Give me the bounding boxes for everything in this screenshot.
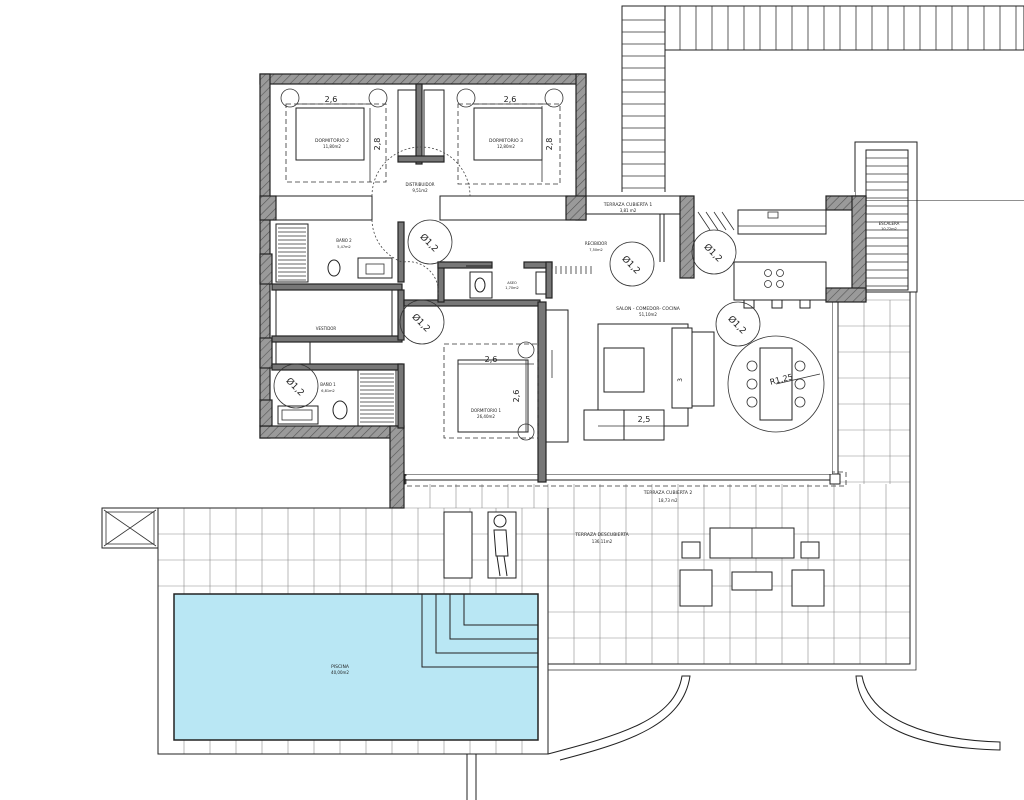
bedroom-3: 2,6 2,8 DORMITORIO 3 12,80m2: [456, 88, 564, 185]
recibidor-area: 7,50m2: [589, 248, 602, 252]
aseo: [469, 271, 547, 299]
salon-label: SALON - COMEDOR- COCINA: [616, 306, 681, 312]
bano-1-label: BAÑO 1: [320, 382, 336, 387]
escalera-area: 10,72m2: [881, 227, 897, 231]
bano-2-area: 5,47m2: [337, 245, 350, 249]
salon-depth: 3: [677, 378, 684, 382]
salon-width: 2,5: [638, 415, 651, 424]
terraza-cubierta-2-label: TERRAZA CUBIERTA 2: [643, 490, 693, 496]
bedroom-2-width: 2,6: [325, 95, 338, 104]
dormitorio-2-area: 11,80m2: [323, 144, 341, 149]
bano-2-label: BAÑO 2: [336, 238, 352, 243]
dormitorio-1-area: 26,40m2: [477, 414, 495, 419]
bedroom-2: 2,6 2,8 DORMITORIO 2 11,80m2: [280, 88, 388, 183]
terraza-descubierta-label: TERRAZA DESCUBIERTA: [574, 532, 629, 538]
terraza-cubierta-2-area: 18,73 m2: [658, 498, 678, 503]
terrace-outline: [101, 292, 1001, 800]
recibidor-label: RECIBIDOR: [585, 241, 607, 246]
dormitorio-1-label: DORMITORIO 1: [471, 408, 502, 413]
pool-area: 40,00m2: [331, 670, 349, 675]
distribuidor-label: DISTRIBUIDOR: [405, 182, 434, 187]
terraza-cubierta-1-area: 3,81 m2: [620, 208, 637, 213]
vestidor-label: VESTIDOR: [316, 326, 337, 331]
bedroom-3-length: 2,8: [545, 138, 554, 151]
pool: PISCINA 40,00m2: [173, 593, 539, 741]
vestidor: VESTIDOR: [316, 326, 337, 331]
bedroom-3-width: 2,6: [504, 95, 517, 104]
dormitorio-3-label: DORMITORIO 3: [489, 138, 523, 144]
bano-1-area: 6,81m2: [321, 389, 334, 393]
bedroom-2-length: 2,8: [373, 138, 382, 151]
terraza-cubierta-1-label: TERRAZA CUBIERTA 1: [603, 202, 653, 208]
exterior-walls: TERRAZA CUBIERTA 1 3,81 m2 ESCALERA 10,7…: [259, 73, 900, 509]
person-figure: [493, 514, 509, 577]
bano-2: BAÑO 2 5,47m2: [275, 223, 393, 283]
interior-walls: ASEO 1,70m2: [271, 83, 665, 483]
aseo-label: ASEO: [507, 281, 517, 285]
salon: SALON - COMEDOR- COCINA 51,10m2 2,5 3 R1…: [583, 306, 825, 441]
bedroom-1-width: 2,6: [485, 355, 498, 364]
pool-label: PISCINA: [331, 664, 350, 670]
dormitorio-3-area: 12,80m2: [497, 144, 515, 149]
dormitorio-2-label: DORMITORIO 2: [315, 138, 349, 144]
terraza-descubierta-area: 136,11m2: [592, 539, 613, 544]
salon-area: 51,10m2: [639, 312, 657, 317]
distribuidor-area: 9,51m2: [412, 188, 428, 193]
staircase: [854, 141, 918, 293]
bedroom-1-length: 2,6: [512, 390, 521, 403]
aseo-area: 1,70m2: [505, 286, 518, 290]
pergola-roof: [621, 5, 1024, 201]
escalera-label: ESCALERA: [879, 221, 900, 226]
bedroom-1: 2,6 2,6 DORMITORIO 1 26,40m2: [443, 309, 569, 443]
terrace-furniture: [443, 511, 825, 607]
